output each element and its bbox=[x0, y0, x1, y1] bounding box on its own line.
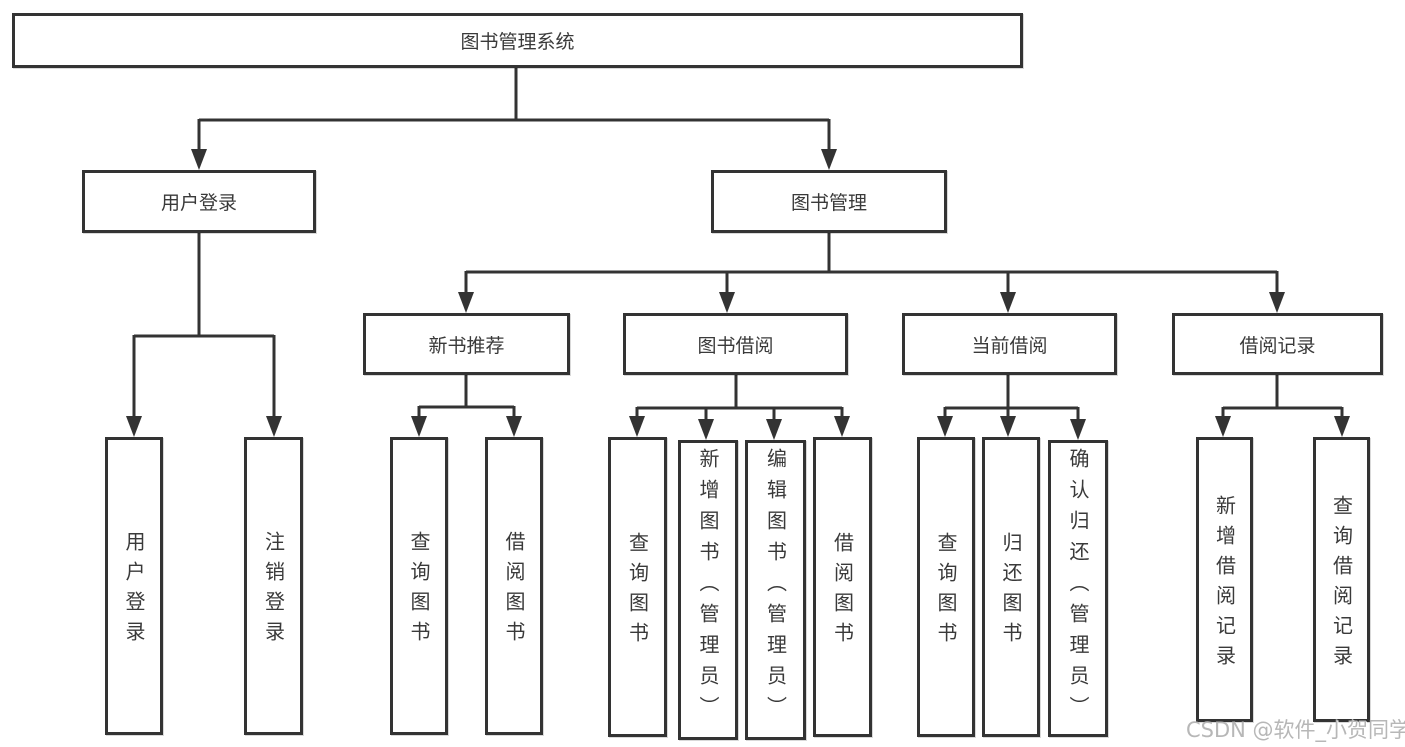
node-records: 借阅记录 bbox=[1172, 313, 1383, 375]
node-new-books-label: 新书推荐 bbox=[428, 334, 505, 357]
leaf-borrowing-search-label: 查询图书 bbox=[625, 532, 650, 652]
watermark: CSDN @软件_小贺同学 bbox=[1186, 718, 1405, 742]
leaf-logout-label: 注销登录 bbox=[261, 531, 286, 651]
node-current: 当前借阅 bbox=[902, 313, 1117, 375]
leaf-current-return-label: 归还图书 bbox=[999, 532, 1023, 652]
node-records-label: 借阅记录 bbox=[1239, 334, 1316, 357]
node-borrowing: 图书借阅 bbox=[623, 313, 848, 375]
leaf-borrowing-borrow: 借阅图书 bbox=[813, 437, 872, 737]
node-user-login: 用户登录 bbox=[82, 170, 316, 233]
leaf-current-search: 查询图书 bbox=[917, 437, 975, 737]
node-borrowing-label: 图书借阅 bbox=[697, 334, 774, 357]
leaf-records-search-label: 查询借阅记录 bbox=[1329, 494, 1354, 675]
leaf-current-confirm: 确认归还（管理员） bbox=[1048, 440, 1108, 737]
leaf-current-search-label: 查询图书 bbox=[934, 532, 958, 652]
node-root: 图书管理系统 bbox=[12, 13, 1023, 68]
leaf-borrowing-edit-label: 编辑图书（管理员） bbox=[763, 448, 788, 727]
leaf-borrowing-search: 查询图书 bbox=[608, 437, 667, 737]
leaf-records-add: 新增借阅记录 bbox=[1196, 437, 1253, 722]
node-book-mgmt: 图书管理 bbox=[711, 170, 947, 233]
node-current-label: 当前借阅 bbox=[971, 334, 1048, 357]
leaf-current-confirm-label: 确认归还（管理员） bbox=[1066, 448, 1090, 727]
leaf-user-login-label: 用户登录 bbox=[122, 531, 146, 651]
leaf-logout: 注销登录 bbox=[244, 437, 303, 735]
leaf-borrowing-add-label: 新增图书（管理员） bbox=[696, 448, 720, 727]
node-user-login-label: 用户登录 bbox=[160, 192, 237, 214]
leaf-newbooks-borrow-label: 借阅图书 bbox=[502, 531, 526, 651]
leaf-newbooks-borrow: 借阅图书 bbox=[485, 437, 543, 735]
leaf-borrowing-edit: 编辑图书（管理员） bbox=[745, 440, 806, 740]
leaf-newbooks-search-label: 查询图书 bbox=[407, 531, 431, 651]
node-book-mgmt-label: 图书管理 bbox=[790, 192, 867, 214]
node-new-books: 新书推荐 bbox=[363, 313, 570, 375]
leaf-current-return: 归还图书 bbox=[982, 437, 1040, 737]
arrowheads bbox=[126, 149, 1350, 440]
leaf-user-login: 用户登录 bbox=[105, 437, 163, 735]
node-root-label: 图书管理系统 bbox=[460, 31, 575, 53]
leaf-records-search: 查询借阅记录 bbox=[1313, 437, 1370, 722]
leaf-borrowing-add: 新增图书（管理员） bbox=[678, 440, 738, 740]
leaf-newbooks-search: 查询图书 bbox=[390, 437, 448, 735]
leaf-records-add-label: 新增借阅记录 bbox=[1212, 494, 1237, 675]
leaf-borrowing-borrow-label: 借阅图书 bbox=[830, 532, 855, 652]
